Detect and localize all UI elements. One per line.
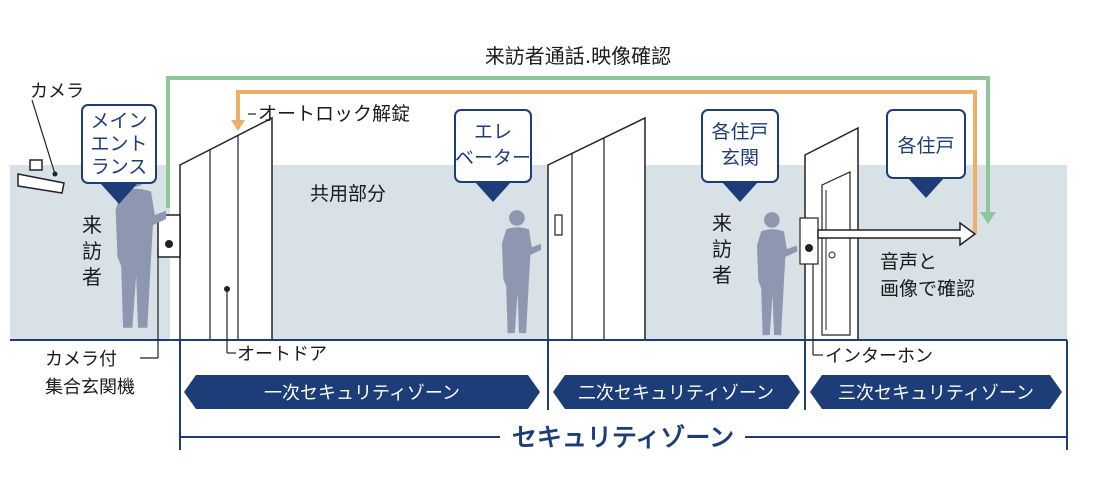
autolock-release-line xyxy=(236,90,977,234)
auto-door xyxy=(179,116,273,341)
overall-zone: セキュリティゾーン xyxy=(180,423,1067,452)
autolock-label: オートロック解錠 xyxy=(258,103,410,125)
zone-banner-second: 二次セキュリティゾーン xyxy=(553,375,800,409)
zone-banner-first: 一次セキュリティゾーン xyxy=(184,375,540,409)
elevator-line-2: ベーター xyxy=(455,147,531,169)
elevator-callout: エレ ベーター xyxy=(454,109,532,202)
camera-icon xyxy=(17,99,65,194)
unit-entrance-line-1: 各住戸 xyxy=(711,121,768,143)
elevator-button xyxy=(554,214,563,236)
main-entrance-line-2: エント xyxy=(90,133,147,155)
voice-image-line-1: 音声と xyxy=(880,251,937,273)
svg-text:一次セキュリティゾーン: 一次セキュリティゾーン xyxy=(264,383,460,404)
voice-image-line-2: 画像で確認 xyxy=(880,278,975,300)
panel-label-line-2: 集合玄関機 xyxy=(45,377,135,398)
svg-text:三次セキュリティゾーン: 三次セキュリティゾーン xyxy=(838,383,1034,404)
each-unit-label: 各住戸 xyxy=(897,135,954,157)
visitor-label-right: 来 訪 者 xyxy=(712,211,732,287)
voice-image-arrow xyxy=(817,221,977,247)
svg-text:来: 来 xyxy=(712,211,732,235)
elevator xyxy=(547,116,646,341)
unit-entrance-callout: 各住戸 玄関 xyxy=(701,109,779,202)
svg-text:来: 来 xyxy=(82,213,102,237)
svg-text:者: 者 xyxy=(82,265,102,289)
main-entrance-line-1: メイン xyxy=(90,110,147,132)
camera-label: カメラ xyxy=(30,81,84,102)
unit-entrance-line-2: 玄関 xyxy=(721,147,759,169)
diagram-title: 来訪者通話.映像確認 xyxy=(485,44,671,68)
visitor-label-left: 来 訪 者 xyxy=(82,213,102,289)
svg-text:者: 者 xyxy=(712,263,732,287)
main-entrance-line-3: ランス xyxy=(91,156,148,178)
overall-zone-label: セキュリティゾーン xyxy=(512,423,734,452)
svg-text:二次セキュリティゾーン: 二次セキュリティゾーン xyxy=(578,383,774,404)
autodoor-label: オートドア xyxy=(237,344,327,365)
main-entrance-callout: メイン エント ランス xyxy=(81,104,157,204)
common-area-label: 共用部分 xyxy=(310,183,386,205)
zone-banner-third: 三次セキュリティゾーン xyxy=(810,375,1062,409)
autodoor-leader xyxy=(224,286,236,354)
svg-text:訪: 訪 xyxy=(82,239,102,263)
video-call-line xyxy=(166,76,990,215)
zone-dividers xyxy=(179,340,1068,450)
intercom-device xyxy=(799,217,819,265)
panel-leader xyxy=(140,250,159,359)
intercom-leader xyxy=(812,264,823,356)
svg-text:訪: 訪 xyxy=(712,237,732,261)
intercom-label: インターホン xyxy=(825,346,933,367)
each-unit-callout: 各住戸 xyxy=(886,109,966,198)
elevator-line-1: エレ xyxy=(474,121,512,143)
entrance-panel xyxy=(157,214,181,258)
panel-label-line-1: カメラ付 xyxy=(45,349,117,370)
